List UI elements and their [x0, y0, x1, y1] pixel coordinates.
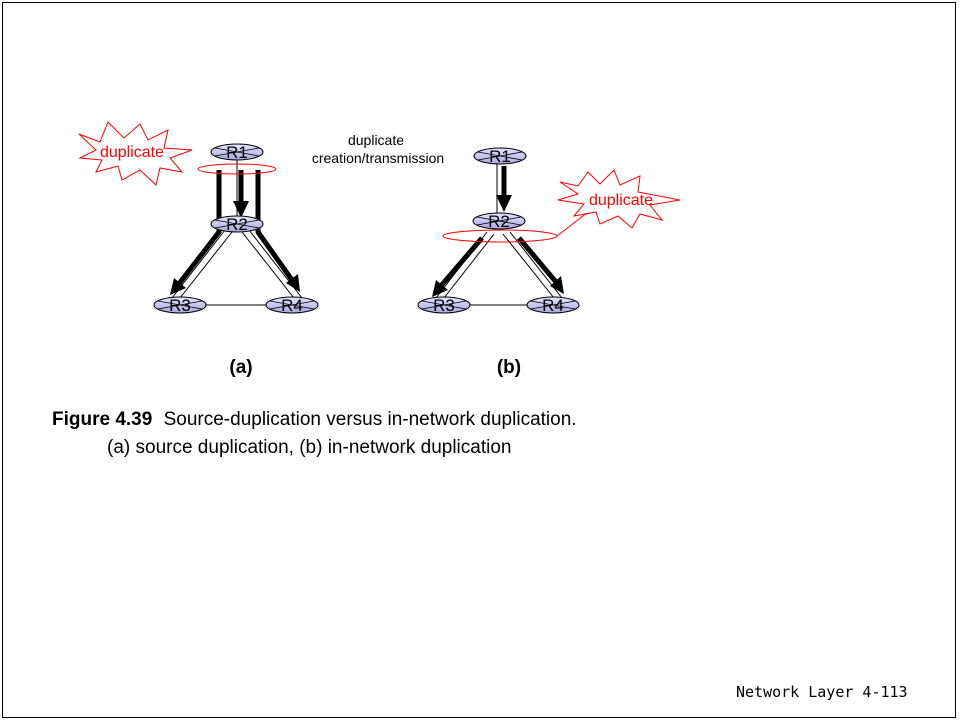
router-b-r4: R4: [526, 296, 580, 315]
router-label: R4: [281, 296, 303, 315]
arrow-b-to-r4: [517, 236, 558, 284]
arrowhead-b-r4: [550, 276, 564, 294]
arrowhead-b-r2: [496, 195, 512, 212]
arrow-a-to-r3: [176, 170, 222, 287]
slide-footer: Network Layer 4-113: [736, 683, 908, 701]
center-label: duplicate creation/transmission: [312, 132, 444, 166]
router-label: R1: [226, 143, 248, 162]
router-a-r2: R2: [210, 215, 264, 234]
diagram-b-label: (b): [497, 357, 521, 378]
link-b-r2-r3-inner: [443, 233, 495, 299]
router-label: R3: [169, 296, 191, 315]
arrowhead-a-r2: [233, 201, 249, 218]
arrowhead-a-r4: [286, 274, 300, 292]
router-label: R4: [542, 296, 564, 315]
figure-caption: Figure 4.39 Source-duplication versus in…: [52, 407, 577, 458]
arrow-b-to-r3: [438, 236, 484, 289]
arrowhead-a-r3: [170, 278, 186, 295]
router-label: R3: [433, 296, 455, 315]
duplicate-ring-a: [197, 163, 277, 175]
center-label-line1: duplicate: [348, 132, 404, 148]
diagram-b: R1 R2 R3 R4: [417, 147, 681, 378]
router-a-r3: R3: [153, 296, 207, 315]
diagram-a-label: (a): [229, 357, 252, 378]
router-label: R2: [226, 215, 248, 234]
link-a-r2-r3-inner: [179, 231, 233, 299]
router-a-r1: R1: [210, 143, 264, 162]
duplicate-burst-a: duplicate: [78, 121, 193, 186]
burst-text: duplicate: [589, 192, 653, 209]
arrow-a-to-r4: [255, 170, 295, 282]
duplicate-ring-b: [442, 229, 558, 243]
caption-line2: (a) source duplication, (b) in-network d…: [107, 437, 512, 458]
center-label-line2: creation/transmission: [312, 150, 444, 166]
router-a-r4: R4: [265, 296, 319, 315]
router-label: R2: [488, 212, 510, 231]
link-a-r2-r4-inner: [241, 231, 295, 299]
router-label: R1: [489, 147, 511, 166]
router-b-r3: R3: [417, 296, 471, 315]
diagram-a: R1 R2 R3 R4: [78, 121, 319, 378]
arrowhead-b-r3: [432, 280, 448, 297]
figure-number: Figure 4.39: [52, 409, 153, 430]
router-b-r2: R2: [472, 212, 526, 231]
caption-line1: Source-duplication versus in-network dup…: [163, 409, 577, 430]
router-b-r1: R1: [473, 147, 527, 166]
duplicate-burst-b: duplicate: [557, 169, 681, 229]
link-b-r2-r4-inner: [502, 233, 555, 299]
burst-text: duplicate: [100, 144, 164, 161]
